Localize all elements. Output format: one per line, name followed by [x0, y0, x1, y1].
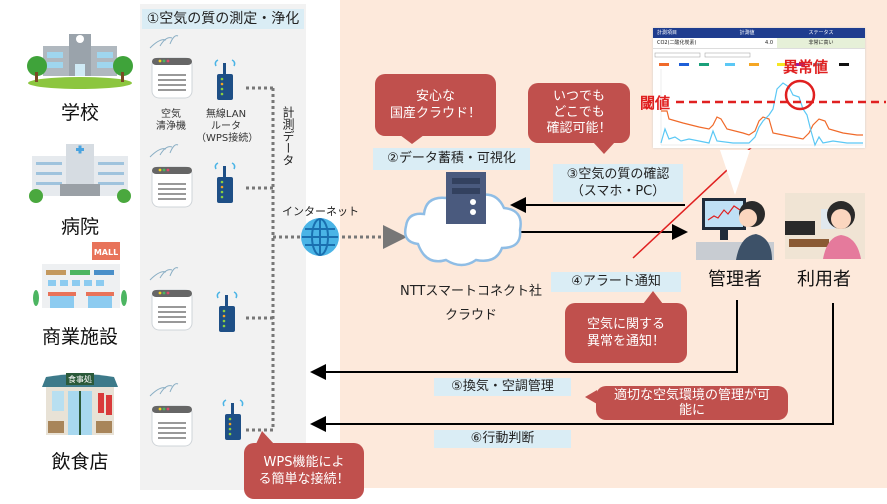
- callout-wps-line2: る簡単な接続！: [258, 472, 350, 487]
- air-purifier-label: 空気 清浄機: [156, 109, 186, 132]
- cloud-server-icon: [400, 172, 526, 276]
- measurement-data-label: 計測データ: [281, 106, 295, 166]
- cloud-name: NTTスマートコネクト社 クラウド: [398, 280, 544, 328]
- dashboard-col-item: 計測項目: [657, 30, 678, 36]
- series-orange: [661, 110, 863, 140]
- step3-line2: （スマホ・PC）: [570, 184, 666, 199]
- dashboard-legend: [659, 63, 849, 66]
- air-purifier-icon: [146, 267, 194, 331]
- callout-wps: WPS機能によ る簡単な接続！: [244, 443, 364, 499]
- wireless-router-icon: [214, 291, 240, 332]
- step3-line1: ③空気の質の確認: [566, 167, 670, 182]
- arrow-ventilation-control: [310, 300, 738, 380]
- callout-anytime: いつでも どこでも 確認可能！: [528, 83, 630, 143]
- wireless-router-icon: [212, 59, 238, 100]
- dashboard-row-status: 非常に高い: [777, 38, 865, 48]
- callout-tail: [400, 135, 424, 144]
- dashboard-screenshot: 計測項目 計測値 ステータス CO2(二酸化炭素) 4.0 非常に高い: [653, 28, 865, 148]
- callout-alert: 空気に関する 異常を通知！: [565, 303, 687, 363]
- callout-management-line1: 適切な空気環境の管理が可: [613, 388, 770, 403]
- callout-anytime-line2: どこでも: [553, 105, 605, 120]
- air-purifier-icon: [146, 144, 194, 208]
- callout-secure-cloud: 安心な 国産クラウド！: [375, 74, 496, 136]
- dashboard-col-value: 計測値: [739, 30, 755, 36]
- cloud-name-line1: NTTスマートコネクト社: [400, 284, 542, 299]
- callout-anytime-line3: 確認可能！: [546, 121, 612, 136]
- step6-label: ⑥行動判断: [434, 430, 571, 448]
- step5-label: ⑤換気・空調管理: [434, 378, 571, 396]
- anomaly-annotations: [676, 79, 886, 111]
- wireless-router-icon: [220, 399, 246, 440]
- dashboard-header: 計測項目 計測値 ステータス: [653, 28, 865, 38]
- svg-text:MALL: MALL: [94, 248, 118, 257]
- dashboard-row: CO2(二酸化炭素) 4.0 非常に高い: [653, 38, 865, 49]
- callout-alert-line1: 空気に関する: [586, 317, 665, 332]
- series-blue: [660, 82, 863, 147]
- facility-name-commercial: 商業施設: [41, 326, 118, 348]
- anomaly-label: 異常値: [783, 58, 829, 76]
- callout-wps-line1: WPS機能によ: [263, 455, 345, 470]
- facility-name-hospital: 病院: [60, 216, 99, 238]
- school-icon: [25, 28, 135, 89]
- svg-text:食事処: 食事処: [68, 374, 92, 384]
- step3-label: ③空気の質の確認 （スマホ・PC）: [553, 164, 683, 202]
- step2-label: ②データ蓄積・可視化: [373, 148, 530, 170]
- callout-management-line2: 能に: [678, 403, 705, 418]
- callout-tail: [585, 390, 597, 404]
- air-purifier-icon: [146, 383, 194, 447]
- router-label: 無線LAN ルータ （WPS接続）: [196, 109, 259, 144]
- facility-name-restaurant: 飲食店: [51, 451, 109, 473]
- callout-secure-cloud-line2: 国産クラウド！: [389, 106, 481, 121]
- callout-tail: [643, 291, 663, 304]
- arrow-action-decision: [310, 303, 834, 432]
- step4-label: ④アラート通知: [551, 272, 681, 292]
- cloud-name-line2: クラウド: [444, 308, 497, 323]
- restaurant-icon: 食事処: [42, 371, 118, 437]
- dashboard-col-status: ステータス: [808, 30, 834, 36]
- dashboard-row-item: CO2(二酸化炭素): [657, 40, 697, 46]
- wireless-router-icon: [212, 162, 238, 203]
- mall-icon: MALL: [32, 242, 128, 310]
- dashboard-chart: [654, 52, 863, 147]
- dashboard-row-value: 4.0: [765, 40, 773, 46]
- admin-at-pc-icon: [696, 196, 774, 260]
- facility-name-school: 学校: [60, 102, 99, 124]
- hospital-icon: [29, 142, 131, 204]
- callout-secure-cloud-line1: 安心な: [415, 89, 455, 104]
- monitor-callout-wedge: [720, 150, 750, 195]
- internet-label: インターネット: [282, 205, 359, 218]
- threshold-label: 閾値: [640, 94, 671, 112]
- anomaly-circle: [784, 79, 816, 111]
- user-icon: [785, 193, 865, 259]
- callout-anytime-line1: いつでも: [552, 89, 605, 104]
- role-admin: 管理者: [708, 269, 762, 290]
- callout-tail: [593, 142, 615, 154]
- callout-alert-line2: 異常を通知！: [586, 334, 665, 349]
- measurement-title: ①空気の質の測定・浄化: [142, 9, 304, 29]
- callout-tail: [256, 431, 274, 444]
- air-purifier-icon: [146, 35, 194, 99]
- role-user: 利用者: [797, 269, 851, 290]
- globe-icon: [300, 217, 340, 257]
- callout-management: 適切な空気環境の管理が可 能に: [596, 386, 788, 420]
